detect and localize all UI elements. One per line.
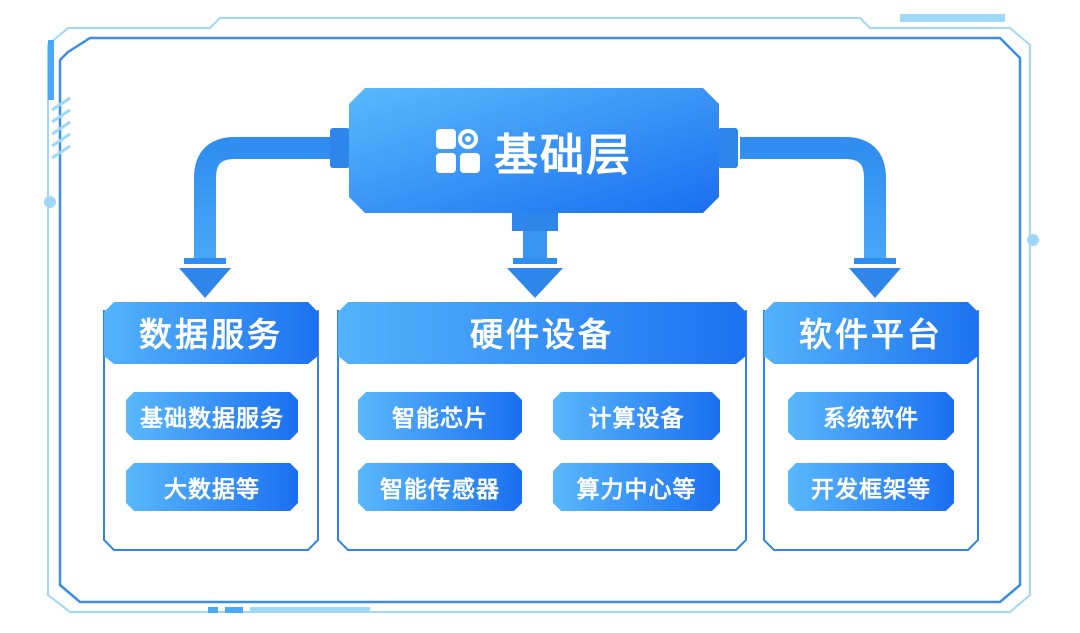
item-basic-data-service: 基础数据服务 [140, 406, 284, 432]
category-header-shapes [104, 302, 978, 364]
root-title: 基础层 [494, 129, 632, 181]
item-dev-framework: 开发框架等 [811, 477, 931, 503]
root-node: 基础层 [349, 88, 719, 213]
category-title-hardware: 硬件设备 [470, 315, 614, 354]
grid-gear-icon [436, 128, 480, 173]
category-title-software: 软件平台 [799, 315, 943, 354]
item-computing-center: 算力中心等 [576, 477, 697, 503]
item-smart-chip: 智能芯片 [392, 406, 488, 432]
item-computing-device: 计算设备 [588, 406, 685, 432]
item-button-shapes [126, 392, 954, 511]
item-smart-sensor: 智能传感器 [380, 477, 500, 503]
item-system-software: 系统软件 [823, 406, 919, 432]
connector-arrows [179, 128, 901, 298]
category-panels [103, 310, 979, 551]
category-title-data-service: 数据服务 [139, 315, 283, 354]
outer-frame [44, 14, 1039, 613]
item-big-data: 大数据等 [164, 477, 260, 503]
root-box-shape [349, 88, 719, 213]
